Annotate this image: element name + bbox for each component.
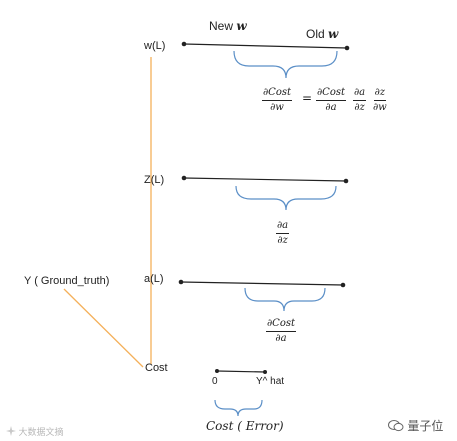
frac-dcost-dw: ∂Cost ∂w [262,87,292,114]
brace-a [244,287,326,312]
w-line [181,41,350,51]
frac-dcost-da-low: ∂Cost ∂a [266,318,296,345]
wechat-icon [388,420,404,432]
frac-num: ∂Cost [266,318,296,332]
frac-den: ∂a [325,102,337,113]
node-z: Z(L) [144,174,165,186]
cross-star-icon [6,426,16,436]
old-var: w [328,27,339,41]
frac-num: ∂Cost [316,87,346,101]
watermark-right: 量子位 [388,417,443,434]
node-a: a(L) [144,273,164,285]
w-old-dot [344,45,350,51]
new-label: New [209,19,234,33]
frac-den: ∂z [354,102,365,113]
frac-den: ∂w [373,102,387,113]
frac-num: ∂a [276,220,290,234]
yhat-label: Y^ hat [256,376,285,387]
brace-w [233,50,338,79]
watermark-left-text: 大数据文摘 [18,427,64,437]
frac-dz-dw: ∂z ∂w [372,87,388,114]
frac-den: ∂a [275,333,287,344]
new-w-header: New w [209,19,247,33]
node-w: w(L) [144,40,166,52]
old-w-header: Old w [306,27,338,41]
cost-error-caption: Cost ( Error) [206,419,284,433]
frac-num: ∂z [373,87,387,101]
frac-da-dz-mid: ∂a ∂z [276,220,290,247]
equals-sign: = [302,91,313,105]
watermark-left: 大数据文摘 [6,425,64,438]
brace-cost [214,399,263,417]
frac-den: ∂w [270,102,284,113]
frac-num: ∂Cost [262,87,292,101]
frac-dcost-da: ∂Cost ∂a [316,87,346,114]
cost-scale-line [215,369,267,374]
w-new-dot [181,41,187,47]
frac-den: ∂z [277,235,288,246]
watermark-right-text: 量子位 [407,419,444,433]
brace-z [235,185,337,211]
old-label: Old [306,27,325,41]
a-line [178,279,346,288]
z-line [181,175,349,184]
node-ground-truth: Y ( Ground_truth) [24,275,110,287]
node-cost: Cost [145,362,168,374]
cost-zero-label: 0 [212,376,218,387]
frac-num: ∂a [353,87,367,101]
frac-da-dz: ∂a ∂z [353,87,367,114]
connector-y-to-cost [63,288,144,368]
new-var: w [236,19,247,33]
